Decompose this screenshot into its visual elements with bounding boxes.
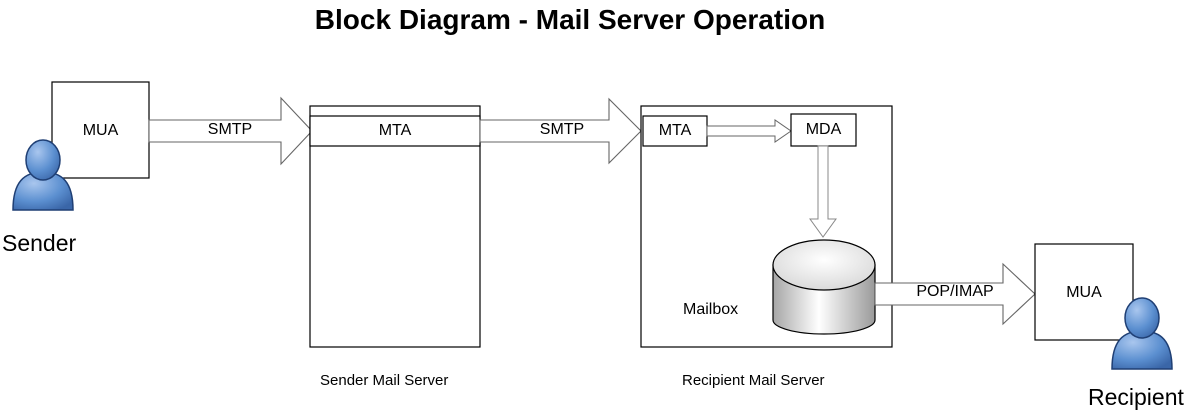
recipient-mta-label: MTA xyxy=(658,122,692,139)
recipient-mta-box xyxy=(642,115,708,147)
pop-imap-label: POP/IMAP xyxy=(916,283,994,300)
sender-mua-label: MUA xyxy=(82,122,119,139)
sender-person-icon xyxy=(12,139,74,211)
mta-to-mda-arrow xyxy=(706,119,792,143)
mailbox-cylinder-icon xyxy=(772,239,876,335)
sender-mua-box xyxy=(51,81,150,179)
recipient-label: Recipient xyxy=(1088,384,1184,410)
diagram-title: Block Diagram - Mail Server Operation xyxy=(314,4,826,35)
mda-to-mailbox-arrow xyxy=(809,145,837,238)
mda-box xyxy=(790,113,857,147)
sender-mta-label: MTA xyxy=(378,122,412,139)
smtp-arrow-2 xyxy=(479,97,642,165)
sender-mta-box xyxy=(309,115,481,147)
smtp-label-2: SMTP xyxy=(539,121,585,138)
sender-label: Sender xyxy=(2,230,77,256)
recipient-mail-server-caption: Recipient Mail Server xyxy=(682,372,825,389)
mda-label: MDA xyxy=(805,121,842,138)
mailbox-label: Mailbox xyxy=(683,301,739,318)
recipient-person-icon xyxy=(1111,297,1173,370)
smtp-arrow-1 xyxy=(148,96,313,166)
pop-imap-arrow xyxy=(874,262,1036,326)
sender-mail-server-caption: Sender Mail Server xyxy=(320,372,449,389)
recipient-mua-label: MUA xyxy=(1066,284,1102,301)
smtp-label-1: SMTP xyxy=(207,121,253,138)
recipient-mua-box xyxy=(1034,243,1134,341)
